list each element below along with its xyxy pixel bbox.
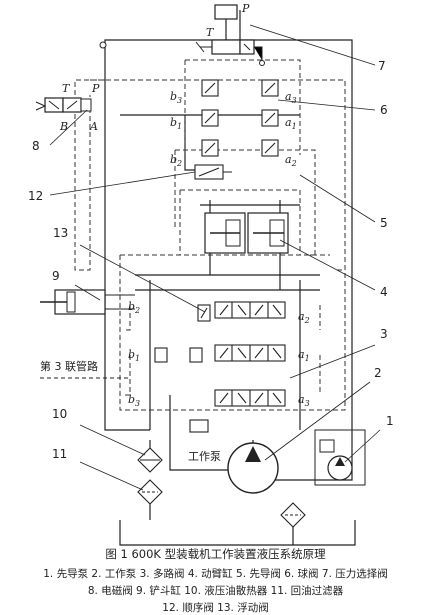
callout-8: 8 <box>32 139 40 153</box>
svg-text:b3: b3 <box>170 90 182 105</box>
pilot-a3-sub: 3 <box>292 96 297 105</box>
legend-line-1: 1. 先导泵 2. 工作泵 3. 多路阀 4. 动臂缸 5. 先导阀 6. 球阀… <box>43 568 388 580</box>
callout-2: 2 <box>374 366 382 380</box>
pilot-a2-sub: 2 <box>291 159 297 168</box>
svg-text:a2: a2 <box>298 310 310 325</box>
callout-3: 3 <box>380 327 388 341</box>
callout-13: 13 <box>53 226 68 240</box>
callout-6: 6 <box>380 103 388 117</box>
callout-5: 5 <box>380 216 388 230</box>
port-b-left: B <box>59 120 68 133</box>
valve-a3-sub: 3 <box>305 399 310 408</box>
caption-title: 图 1 600K 型装载机工作装置液压系统原理 <box>105 547 326 561</box>
cooler-and-filter <box>137 447 306 528</box>
hydraulic-schematic: 7 6 8 12 5 13 9 4 3 2 1 10 11 P T T P B … <box>28 2 394 546</box>
svg-text:a1: a1 <box>298 348 310 363</box>
pilot-a1: a <box>285 116 292 129</box>
port-p-top: P <box>241 2 250 15</box>
svg-text:b2: b2 <box>128 300 140 315</box>
svg-text:a2: a2 <box>285 153 297 168</box>
valve-b2-sub: 2 <box>134 306 140 315</box>
valve-b1-sub: 1 <box>135 354 140 363</box>
callout-1: 1 <box>386 414 394 428</box>
pressure-select-valve <box>99 4 265 66</box>
pilot-port-labels: b3 a3 b1 a1 b2 a2 <box>170 90 297 168</box>
callout-11: 11 <box>52 447 67 461</box>
pilot-a1-sub: 1 <box>292 122 297 131</box>
lift-cylinders <box>204 212 289 254</box>
valve-a3: a <box>298 393 305 406</box>
valve-a2: a <box>298 310 305 323</box>
pilot-pump <box>314 429 366 486</box>
callout-4: 4 <box>380 285 388 299</box>
port-p-left: P <box>91 82 100 95</box>
pilot-b3-sub: 3 <box>177 96 182 105</box>
valve-b3: b <box>128 393 135 406</box>
legend-line-3: 12. 顺序阀 13. 浮动阀 <box>162 602 269 614</box>
work-pump <box>227 442 279 494</box>
pilot-a2: a <box>285 153 292 166</box>
solenoid-valve <box>35 97 92 113</box>
leader-lines <box>49 24 381 491</box>
svg-text:a3: a3 <box>298 393 310 408</box>
bucket-cylinder <box>40 289 135 315</box>
legend-line-2: 8. 电磁阀 9. 铲斗缸 10. 液压油散热器 11. 回油过滤器 <box>87 585 344 597</box>
valve-a1: a <box>298 348 305 361</box>
pilot-valve-elements <box>201 79 279 157</box>
pilot-b3: b <box>170 90 177 103</box>
valve-b1: b <box>128 348 135 361</box>
svg-text:b3: b3 <box>128 393 140 408</box>
work-pump-label: 工作泵 <box>188 450 221 463</box>
svg-text:b1: b1 <box>170 116 182 131</box>
valve-a1-sub: 1 <box>305 354 310 363</box>
pilot-a3: a <box>285 90 292 103</box>
pilot-b2: b <box>170 153 177 166</box>
callout-10: 10 <box>52 407 67 421</box>
valve-b3-sub: 3 <box>135 399 140 408</box>
port-labels: P T T P B A <box>59 2 250 133</box>
valve-b2: b <box>128 300 135 313</box>
callout-7: 7 <box>378 59 386 73</box>
svg-text:b1: b1 <box>128 348 140 363</box>
third-line-label: 第 3 联管路 <box>40 359 98 373</box>
port-t-left: T <box>62 82 71 95</box>
callout-12: 12 <box>28 189 43 203</box>
valve-port-labels: b2 a2 b1 a1 b3 a3 <box>128 300 310 408</box>
svg-text:a3: a3 <box>285 90 297 105</box>
sequence-valve <box>194 164 232 180</box>
pilot-b1: b <box>170 116 177 129</box>
pilot-dashed-lines <box>74 59 346 411</box>
callout-labels: 7 6 8 12 5 13 9 4 3 2 1 10 11 <box>28 59 394 461</box>
pilot-b1-sub: 1 <box>177 122 182 131</box>
callout-9: 9 <box>52 269 60 283</box>
port-a-left: A <box>89 120 98 133</box>
port-t-top: T <box>206 26 215 39</box>
svg-text:a1: a1 <box>285 116 297 131</box>
valve-a2-sub: 2 <box>304 316 310 325</box>
pilot-b2-sub: 2 <box>176 159 182 168</box>
multiway-valve-sections <box>154 301 286 433</box>
svg-text:b2: b2 <box>170 153 182 168</box>
